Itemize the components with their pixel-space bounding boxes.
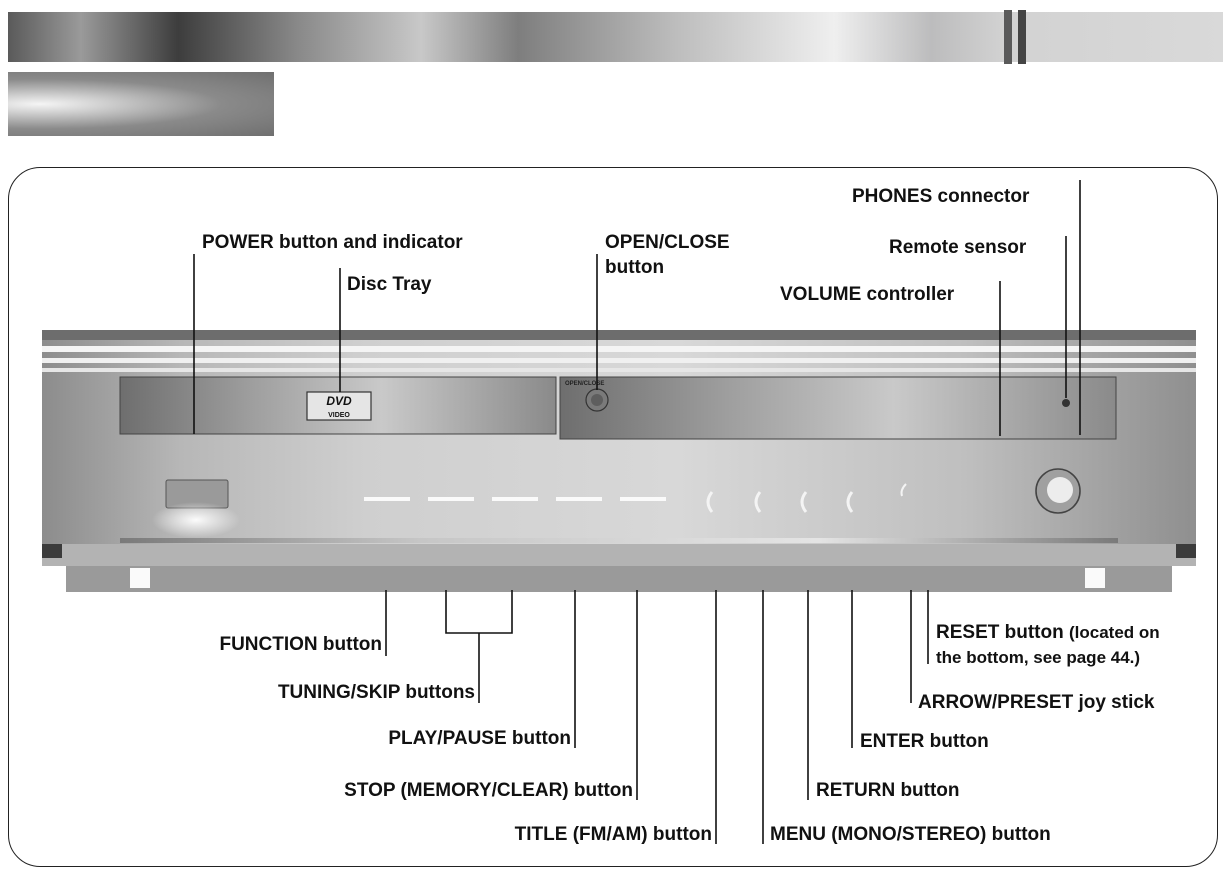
top-strip	[42, 358, 1196, 363]
label-disc-tray: Disc Tray	[347, 274, 432, 295]
bottom-strip	[120, 538, 1118, 543]
stop-button[interactable]	[620, 497, 666, 501]
base-corner	[1176, 544, 1196, 558]
foot-pad	[1085, 568, 1105, 588]
open-close-knob-center	[591, 394, 603, 406]
top-strip	[42, 330, 1196, 340]
tuning-skip-button[interactable]	[428, 497, 474, 501]
label-volume-controller: VOLUME controller	[780, 284, 955, 305]
volume-knob-center	[1047, 477, 1073, 503]
tuning-skip-button[interactable]	[492, 497, 538, 501]
label-phones-connector: PHONES connector	[852, 186, 1030, 207]
power-indicator	[152, 502, 240, 538]
label-stop-button: STOP (MEMORY/CLEAR) button	[344, 780, 633, 801]
menu-button[interactable]	[754, 491, 762, 513]
display-window	[559, 376, 1117, 440]
label-arrow-preset-joystick: ARROW/PRESET joy stick	[918, 692, 1155, 713]
label-enter-button: ENTER button	[860, 731, 989, 752]
section-banner	[8, 72, 274, 136]
label-remote-sensor: Remote sensor	[889, 237, 1027, 258]
label-play-pause-button: PLAY/PAUSE button	[388, 728, 571, 749]
label-menu-button: MENU (MONO/STEREO) button	[770, 824, 1051, 845]
return-button[interactable]	[800, 491, 808, 513]
title-button[interactable]	[706, 491, 714, 513]
label-title-button: TITLE (FM/AM) button	[514, 824, 712, 845]
label-function-button: FUNCTION button	[219, 634, 382, 655]
label-open-close-2: button	[605, 257, 665, 278]
dvd-logo-subtext: VIDEO	[328, 412, 350, 419]
remote-sensor	[1062, 399, 1070, 407]
arrow-joystick[interactable]	[900, 483, 907, 497]
reset-note-1: (located on	[1068, 623, 1160, 642]
foot-pad	[130, 568, 150, 588]
open-close-print: OPEN/CLOSE	[565, 381, 604, 387]
device-base	[42, 544, 1196, 566]
label-power-button: POWER button and indicator	[202, 232, 463, 253]
top-strip	[42, 368, 1196, 372]
diagram-frame	[8, 167, 1218, 867]
function-button[interactable]	[364, 497, 410, 501]
top-strip	[42, 346, 1196, 352]
header-banner-accent	[1018, 10, 1026, 64]
enter-button[interactable]	[846, 491, 854, 513]
device-foot	[66, 566, 1172, 592]
play-pause-button[interactable]	[556, 497, 602, 501]
dvd-logo	[306, 391, 372, 421]
label-return-button: RETURN button	[816, 780, 960, 801]
label-tuning-skip-buttons: TUNING/SKIP buttons	[277, 682, 475, 703]
header-banner-accent	[1004, 10, 1012, 64]
leader-lines-top	[193, 180, 1081, 436]
dvd-logo-text: DVD	[326, 394, 352, 408]
label-open-close: OPEN/CLOSE	[605, 232, 730, 253]
label-reset-button: RESET button (located on	[936, 622, 1160, 643]
leader-lines-bottom	[385, 590, 929, 844]
base-corner	[42, 544, 62, 558]
reset-note-2: the bottom, see page 44.)	[936, 648, 1141, 667]
